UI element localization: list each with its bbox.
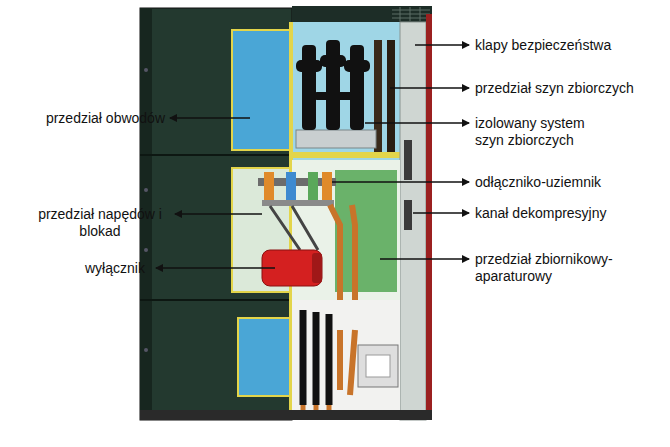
leader-line [170,117,250,118]
part-label: przedział szyn zbiorczych [475,80,660,97]
cabinet-side [140,8,292,420]
panel-seam [140,299,292,301]
leader-lines [156,45,469,268]
frame-strip [292,152,402,158]
bolt [144,188,148,192]
cables [303,310,329,405]
part-label: przedział napędów i blokad [30,206,170,240]
copper-bars [340,330,355,395]
part-label: przedział zbiornikowy-aparaturowy [475,251,650,285]
cabinet-base [140,410,432,420]
top-lid [292,6,432,22]
disconnector-earthing-switch [262,172,334,206]
bolt [144,248,148,252]
part-label: przedział obwodów [22,110,165,127]
channel-detail [404,140,412,180]
current-transformer [358,345,398,387]
leader-line [365,122,469,123]
leader-line [390,87,469,88]
part-label: izolowany system szyn zbiorczych [475,115,597,149]
part-label: klapy bezpieczeństwa [475,37,660,54]
bolt [144,68,148,72]
leader-line [413,212,469,213]
insulated-bushings [296,40,370,130]
leader-line [415,44,469,45]
decompression-channel [400,22,426,420]
part-label: wyłącznik [85,260,153,277]
channel-detail [404,200,412,230]
lower-panel [238,318,290,396]
panel-seam [140,154,292,156]
channel-edge [426,14,432,420]
busbar [387,40,395,152]
busbar-compartment [292,22,400,162]
part-label: odłączniko-uziemnik [475,174,660,191]
transformer-detail [366,355,390,377]
bolt [144,348,148,352]
vent-grid [392,7,430,21]
leader-line [156,267,275,268]
leader-line [332,181,469,182]
circuit-panel [232,30,290,150]
compartment-back [335,170,397,292]
leader-line [380,258,469,259]
insulator-base [296,130,376,148]
part-label: kanał dekompresyjny [475,205,660,222]
cable-compartment [292,300,400,412]
leader-line [175,213,262,214]
breaker-end [312,253,322,283]
breaker-link [270,206,318,250]
